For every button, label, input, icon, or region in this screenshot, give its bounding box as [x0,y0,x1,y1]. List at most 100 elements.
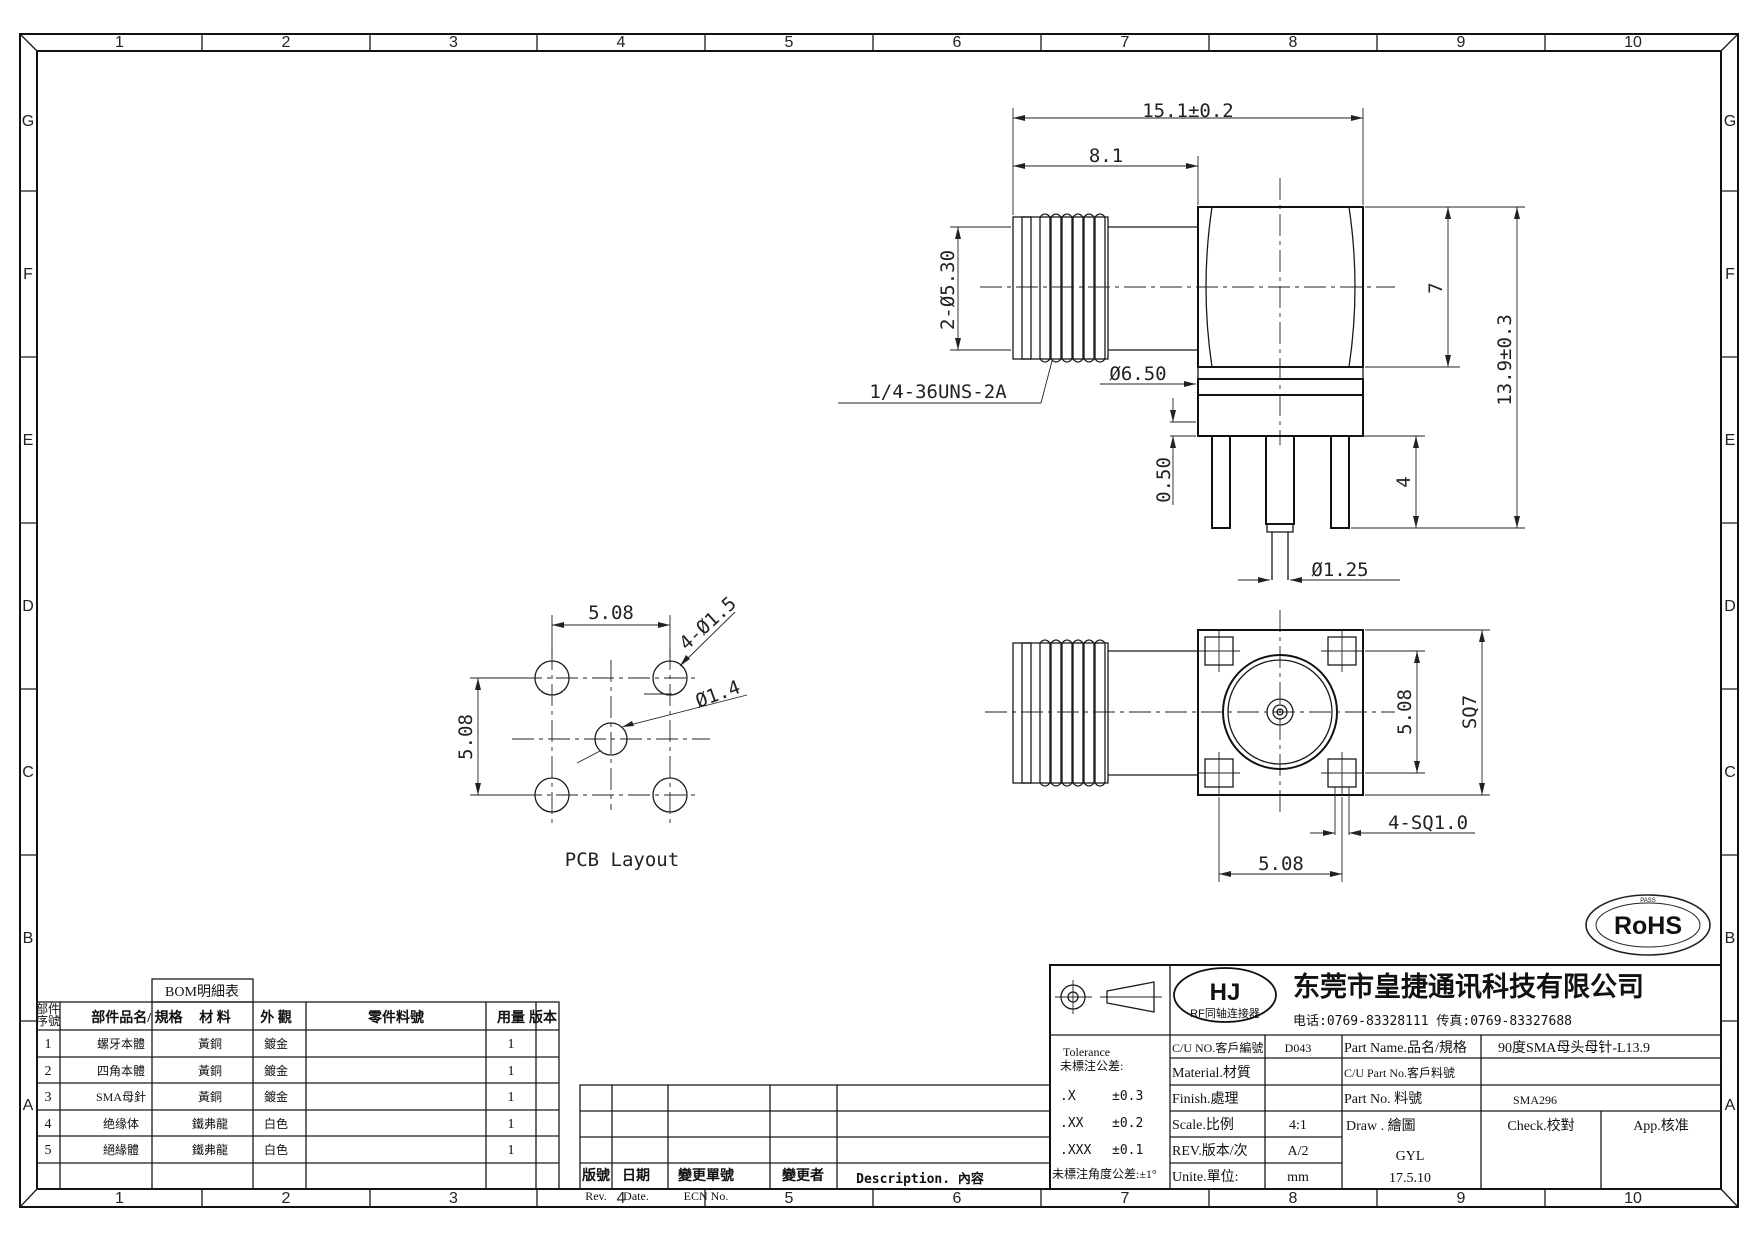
bom-row-qty: 1 [508,1064,515,1079]
dim-height7: 7 [1425,282,1447,293]
tol-value: ±0.1 [1112,1143,1143,1158]
dim-pin-length: 4 [1393,476,1415,487]
dim-pitch-h: 5.08 [1258,853,1304,875]
bom-row-qty: 1 [508,1117,515,1132]
grid-row-left: F [23,266,33,283]
bom-h-no-2: 序號 [36,1013,60,1028]
dim-shoulder-dia: Ø6.50 [1109,363,1166,385]
app-label: App.核准 [1633,1118,1689,1134]
dim-gap: 0.50 [1153,457,1175,503]
part-name-label: Part Name.品名/規格 [1344,1040,1467,1056]
bom-row-finish: 鍍金 [264,1036,288,1051]
grid-row-right: C [1724,764,1736,781]
grid-col-bottom: 3 [449,1190,458,1207]
company-name: 东莞市皇捷通讯科技有限公司 [1293,971,1644,1002]
bom-row-no: 2 [45,1064,52,1079]
grid-col-top: 10 [1624,34,1642,51]
unit-label: Unite.單位: [1172,1169,1239,1185]
pcb-dim-h: 5.08 [588,602,634,624]
grid-col-top: 4 [617,34,626,51]
bom-h-finish: 外 觀 [260,1009,292,1026]
dim-pitch-v: 5.08 [1394,689,1416,735]
unit-value: mm [1287,1170,1309,1185]
grid-row-right: G [1724,113,1736,130]
title-block: HJ RF同轴连接器 东莞市皇捷通讯科技有限公司 电话:0769-8332811… [1049,964,1722,1190]
bom-h-rev: 版本 [529,1009,558,1026]
grid-col-top: 5 [785,34,794,51]
check-label: Check.校對 [1507,1117,1574,1134]
company-logo-sub: RF同轴连接器 [1190,1006,1260,1020]
grid-row-right: E [1725,432,1736,449]
grid-row-left: G [22,113,34,130]
outer-frame [19,33,1739,1208]
rev-h-rev-en: Rev. [585,1189,607,1203]
tolerance-cn: 未標注公差: [1060,1058,1123,1073]
tol-key: .XX [1060,1116,1084,1131]
part-no-label: Part No. 料號 [1344,1091,1422,1107]
grid-col-bottom: 9 [1457,1190,1466,1207]
grid-col-top: 7 [1121,34,1130,51]
rev-h-changer: 變更者 [782,1167,824,1184]
cu-no-label: C/U NO.客戶編號 [1172,1040,1263,1055]
company-logo: HJ [1210,979,1241,1006]
tol-key: .XXX [1060,1143,1091,1158]
scale-value: 4:1 [1289,1118,1307,1133]
dim-thread-spec: 1/4-36UNS-2A [869,381,1007,403]
grid-row-left: C [22,764,34,781]
grid-row-left: D [22,598,34,615]
bom-row-finish: 白色 [264,1116,288,1131]
bom-row-qty: 1 [508,1090,515,1105]
grid-row-left: A [23,1097,34,1114]
bom-title: BOM明細表 [165,984,239,1000]
pcb-holes4: 4-Ø1.5 [675,592,741,654]
dim-pin-dia: Ø1.25 [1311,559,1368,581]
pcb-caption: PCB Layout [565,849,679,871]
bom-table: BOM明細表 部件品名/ 規格 材 料 外 觀 零件料號 用量 版本 部件 序號… [36,978,560,1190]
revision-table: 版號 Rev. 日期 Date. 變更單號 ECN No. 變更者 Descri… [579,1084,1051,1203]
company-contact: 电话:0769-83328111 传真:0769-83327688 [1293,1014,1572,1029]
tol-key: .X [1060,1089,1076,1104]
dim-overall: 15.1±0.2 [1142,100,1234,122]
grid-col-top: 2 [282,34,291,51]
bom-row-mat: 鐵弗龍 [192,1142,228,1157]
bottom-view: 5.08 SQ7 4-SQ1.0 5.08 [985,610,1490,882]
grid-col-bottom: 2 [282,1190,291,1207]
grid-row-left: B [23,930,34,947]
grid-col-bottom: 10 [1624,1190,1642,1207]
pcb-center-hole: Ø1.4 [693,676,744,712]
finish-label: Finish.處理 [1172,1091,1239,1107]
grid-col-top: 9 [1457,34,1466,51]
grid-col-top: 8 [1289,34,1298,51]
bom-row-mat: 黃銅 [198,1064,222,1078]
bom-row-finish: 鍍金 [264,1063,288,1078]
bom-h-part: 零件料號 [367,1009,424,1026]
grid-col-bottom: 4 [617,1190,626,1207]
bom-h-qty: 用量 [497,1010,525,1026]
bom-row-qty: 1 [508,1143,515,1158]
rev-value: A/2 [1288,1144,1309,1159]
part-no-value: SMA296 [1513,1093,1557,1107]
bom-row-qty: 1 [508,1037,515,1052]
dim-body-len: 8.1 [1089,145,1123,167]
grid-col-bottom: 6 [953,1190,962,1207]
scale-label: Scale.比例 [1172,1117,1234,1133]
tolerance-en: Tolerance [1063,1045,1110,1059]
bom-row-mat: 鐵弗龍 [192,1116,228,1131]
bom-row-name: 四角本體 [97,1064,145,1078]
grid-col-top: 1 [115,34,124,51]
bom-row-no: 1 [45,1037,52,1052]
draw-label: Draw . 繪圖 [1346,1117,1416,1134]
bom-row-name: SMA母針 [96,1089,146,1104]
rohs-mark: RoHS PASS [1585,894,1711,956]
bom-h-no: 部件 [36,1001,60,1016]
cu-no-value: D043 [1285,1041,1312,1055]
grid-col-bottom: 8 [1289,1190,1298,1207]
dim-thread-dia: 2-Ø5.30 [937,250,959,330]
grid-col-top: 6 [953,34,962,51]
rev-h-date: 日期 [622,1168,650,1184]
draw-date-value: 17.5.10 [1389,1171,1431,1186]
grid-col-bottom: 7 [1121,1190,1130,1207]
dim-sq: SQ7 [1459,695,1481,729]
